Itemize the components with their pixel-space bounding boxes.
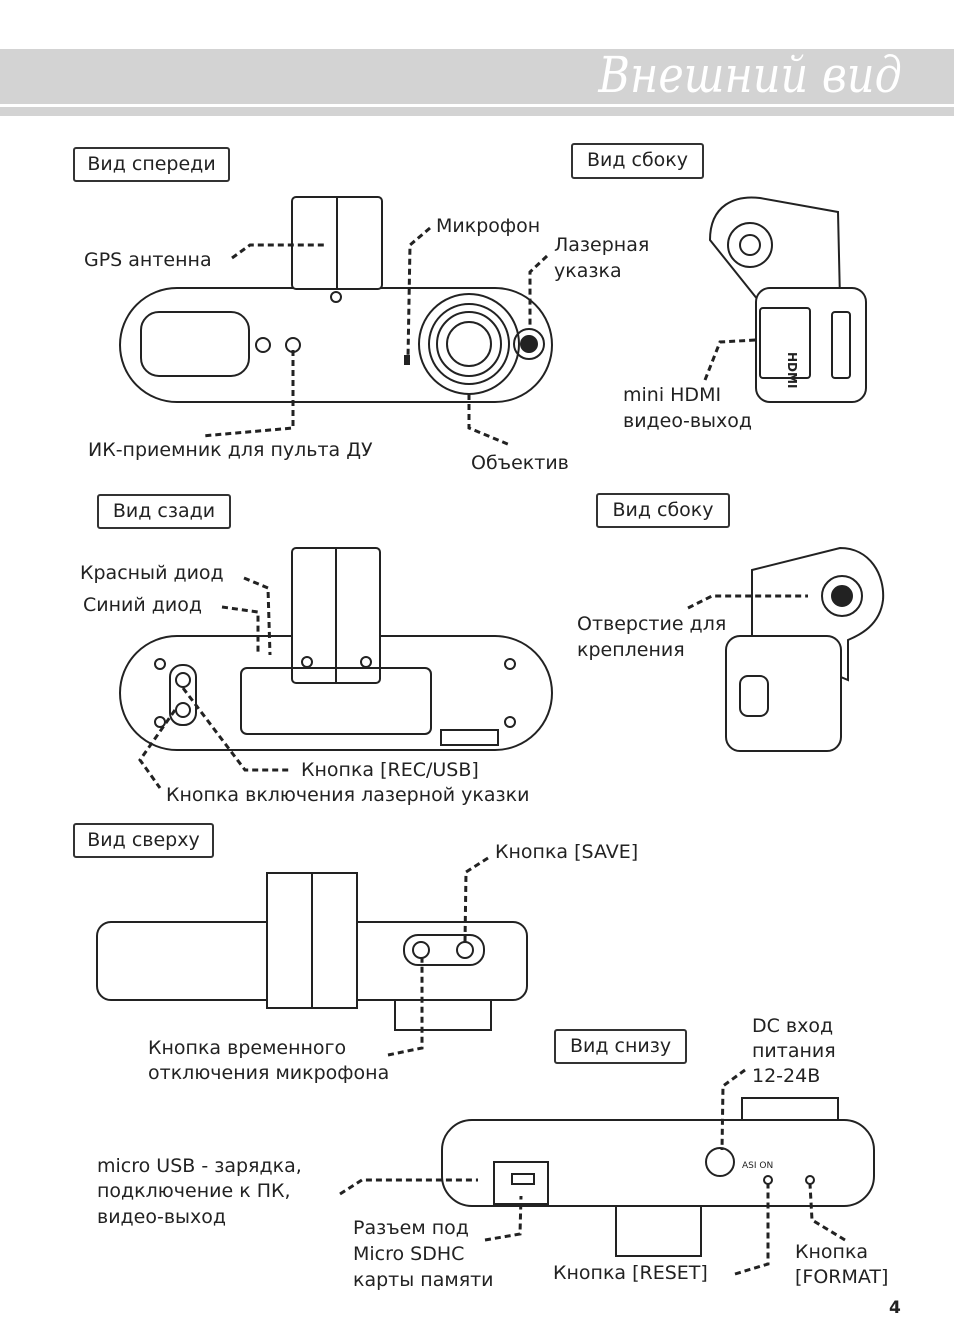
- label-sd-1: Разъем под: [353, 1217, 469, 1239]
- view-label-side-2: Вид сбоку: [596, 493, 730, 528]
- hdmi-port-label: HDMI: [785, 352, 799, 388]
- label-lens: Объектив: [471, 452, 569, 474]
- label-mount-2: крепления: [577, 639, 685, 661]
- page-title: Внешний вид: [598, 46, 902, 104]
- view-label-top: Вид сверху: [73, 823, 214, 858]
- label-mute-2: отключения микрофона: [148, 1062, 390, 1084]
- view-label-bottom: Вид снизу: [554, 1029, 687, 1064]
- view-label-side-1: Вид сбоку: [571, 143, 704, 179]
- label-laser-1: Лазерная: [554, 234, 650, 256]
- label-format-2: [FORMAT]: [795, 1266, 889, 1288]
- label-blue-led: Синий диод: [83, 594, 203, 616]
- label-rec-usb: Кнопка [REC/USB]: [301, 759, 479, 781]
- view-label-front: Вид спереди: [73, 147, 230, 182]
- label-hdmi-1: mini HDMI: [623, 384, 722, 406]
- label-ir: ИК-приемник для пульта ДУ: [88, 439, 373, 461]
- top-view-drawing: [96, 872, 528, 1031]
- header-band: [0, 49, 954, 104]
- side-view-1-drawing: HDMI: [708, 196, 867, 403]
- label-mount-1: Отверстие для: [577, 613, 727, 635]
- label-format-1: Кнопка: [795, 1241, 869, 1263]
- label-sd-3: карты памяти: [353, 1269, 494, 1291]
- label-usb-2: подключение к ПК,: [97, 1180, 291, 1202]
- header-stripe: [0, 107, 954, 116]
- label-sd-2: Micro SDHC: [353, 1243, 465, 1265]
- label-dc-2: питания: [752, 1040, 836, 1062]
- label-usb-1: micro USB - зарядка,: [97, 1155, 302, 1177]
- label-mic: Микрофон: [436, 215, 541, 237]
- label-hdmi-2: видео-выход: [623, 410, 753, 432]
- bottom-leaders: [339, 1068, 846, 1276]
- front-leaders: [201, 226, 549, 447]
- label-gps: GPS антенна: [84, 249, 212, 271]
- front-view-drawing: [119, 196, 553, 403]
- label-usb-3: видео-выход: [97, 1206, 227, 1228]
- mount-leader: [687, 594, 808, 610]
- label-save: Кнопка [SAVE]: [495, 841, 639, 863]
- side-view-2-drawing: [725, 546, 885, 752]
- label-dc-3: 12-24В: [752, 1065, 821, 1087]
- rear-leaders: [138, 576, 290, 789]
- label-dc-1: DC вход: [752, 1015, 834, 1037]
- dc-port-marks: ASI ON: [742, 1161, 773, 1171]
- label-red-led: Красный диод: [80, 562, 224, 584]
- label-mute-1: Кнопка временного: [148, 1037, 347, 1059]
- view-label-rear: Вид сзади: [97, 494, 231, 529]
- page-number: 4: [889, 1298, 901, 1318]
- label-reset: Кнопка [RESET]: [553, 1262, 708, 1284]
- label-laser-button: Кнопка включения лазерной указки: [166, 784, 530, 806]
- hdmi-leader: [703, 338, 757, 381]
- rear-view-drawing: [119, 547, 553, 751]
- label-laser-2: указка: [554, 260, 622, 282]
- bottom-view-drawing: ASI ON: [441, 1097, 875, 1257]
- top-leaders: [387, 856, 489, 1057]
